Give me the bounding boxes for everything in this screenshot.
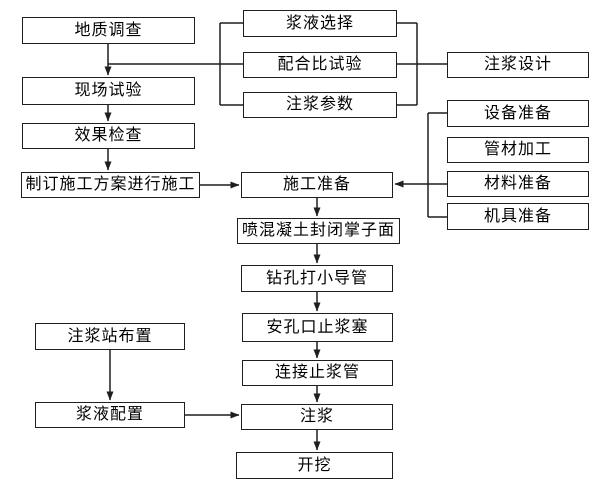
node-shotcrete-seal-face: 喷混凝土封闭掌子面 (237, 218, 400, 244)
node-slurry-preparation: 浆液配置 (35, 402, 185, 428)
node-construction-plan: 制订施工方案进行施工 (21, 172, 200, 198)
node-slurry-selection: 浆液选择 (243, 10, 397, 37)
node-material-preparation: 材料准备 (447, 171, 589, 197)
node-grouting-station-layout: 注浆站布置 (35, 323, 185, 350)
node-install-grout-stop-plug: 安孔口止浆塞 (242, 313, 393, 342)
node-tool-preparation: 机具准备 (447, 203, 589, 230)
node-connect-grout-pipe: 连接止浆管 (242, 360, 393, 386)
node-construction-preparation: 施工准备 (241, 172, 393, 198)
node-pipe-processing: 管材加工 (447, 137, 589, 163)
node-mix-ratio-test: 配合比试验 (243, 52, 397, 78)
node-equipment-preparation: 设备准备 (447, 100, 589, 127)
node-drill-small-pipes: 钻孔打小导管 (241, 265, 393, 292)
node-grouting-design: 注浆设计 (447, 52, 589, 78)
node-field-test: 现场试验 (22, 77, 195, 105)
node-effect-check: 效果检查 (22, 123, 195, 149)
node-grouting-parameters: 注浆参数 (243, 92, 397, 118)
node-excavation: 开挖 (236, 452, 393, 479)
node-geological-survey: 地质调查 (22, 17, 195, 44)
node-grouting: 注浆 (241, 404, 393, 430)
